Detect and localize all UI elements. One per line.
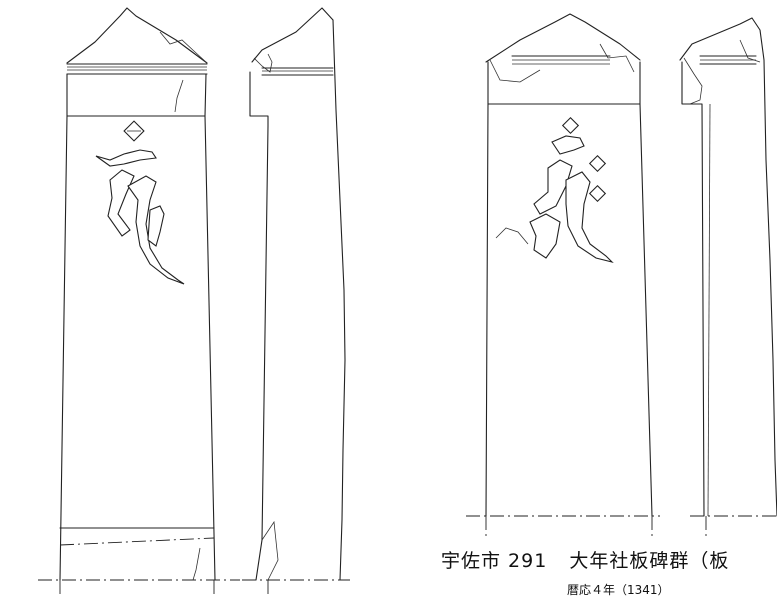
left-side-profile <box>249 71 269 581</box>
left-front-base-break <box>192 547 201 581</box>
right-side-back <box>763 59 777 517</box>
caption-site-number: 宇佐市 291 <box>441 550 548 572</box>
left-side-head <box>251 7 334 63</box>
left-front-body <box>59 115 216 581</box>
left-stele-bonji <box>95 120 185 285</box>
right-front-head-damage <box>489 43 635 83</box>
right-bonji-diamond-icon-3 <box>588 184 607 203</box>
right-bonji-stroke-top <box>551 135 585 155</box>
left-stele-side-view <box>242 7 350 596</box>
right-stele-bonji <box>529 116 614 264</box>
right-bonji-diamond-icon-2 <box>588 154 607 173</box>
right-front-head <box>485 13 641 63</box>
right-side-head <box>679 17 765 61</box>
right-bonji-stroke-main <box>565 171 614 264</box>
left-side-head-damage <box>253 53 273 73</box>
right-bonji-stroke-bottom <box>529 213 561 259</box>
left-front-forehead <box>66 73 207 117</box>
right-bonji-stroke-left <box>533 159 573 215</box>
left-side-back <box>332 19 346 581</box>
left-side-base-break <box>261 520 279 581</box>
left-stele-front-view <box>38 7 240 596</box>
left-front-ground-line <box>59 537 215 546</box>
right-stele-side-view <box>679 17 777 536</box>
right-front-surface-break <box>495 227 529 245</box>
left-bonji-stroke-main <box>127 175 185 285</box>
figure-caption-title: 宇佐市 291 大年社板碑群（板 <box>441 546 729 573</box>
left-front-head-damage <box>159 31 208 64</box>
right-side-inner-edge <box>707 103 711 517</box>
left-bonji-stroke-right <box>147 205 165 247</box>
right-side-profile <box>681 61 705 517</box>
caption-site-name: 大年社板碑群（板 <box>569 550 730 572</box>
right-front-body <box>485 61 653 517</box>
right-side-head-damage <box>683 39 761 105</box>
left-bonji-stroke-left <box>107 169 135 237</box>
right-bonji-diamond-icon-1 <box>561 116 580 135</box>
left-bonji-stroke-top <box>95 149 157 167</box>
left-front-head <box>66 7 208 64</box>
left-front-crack <box>174 79 184 113</box>
right-stele-front-view <box>466 13 660 536</box>
figure-caption-date: 暦応４年（1341） <box>567 583 670 597</box>
